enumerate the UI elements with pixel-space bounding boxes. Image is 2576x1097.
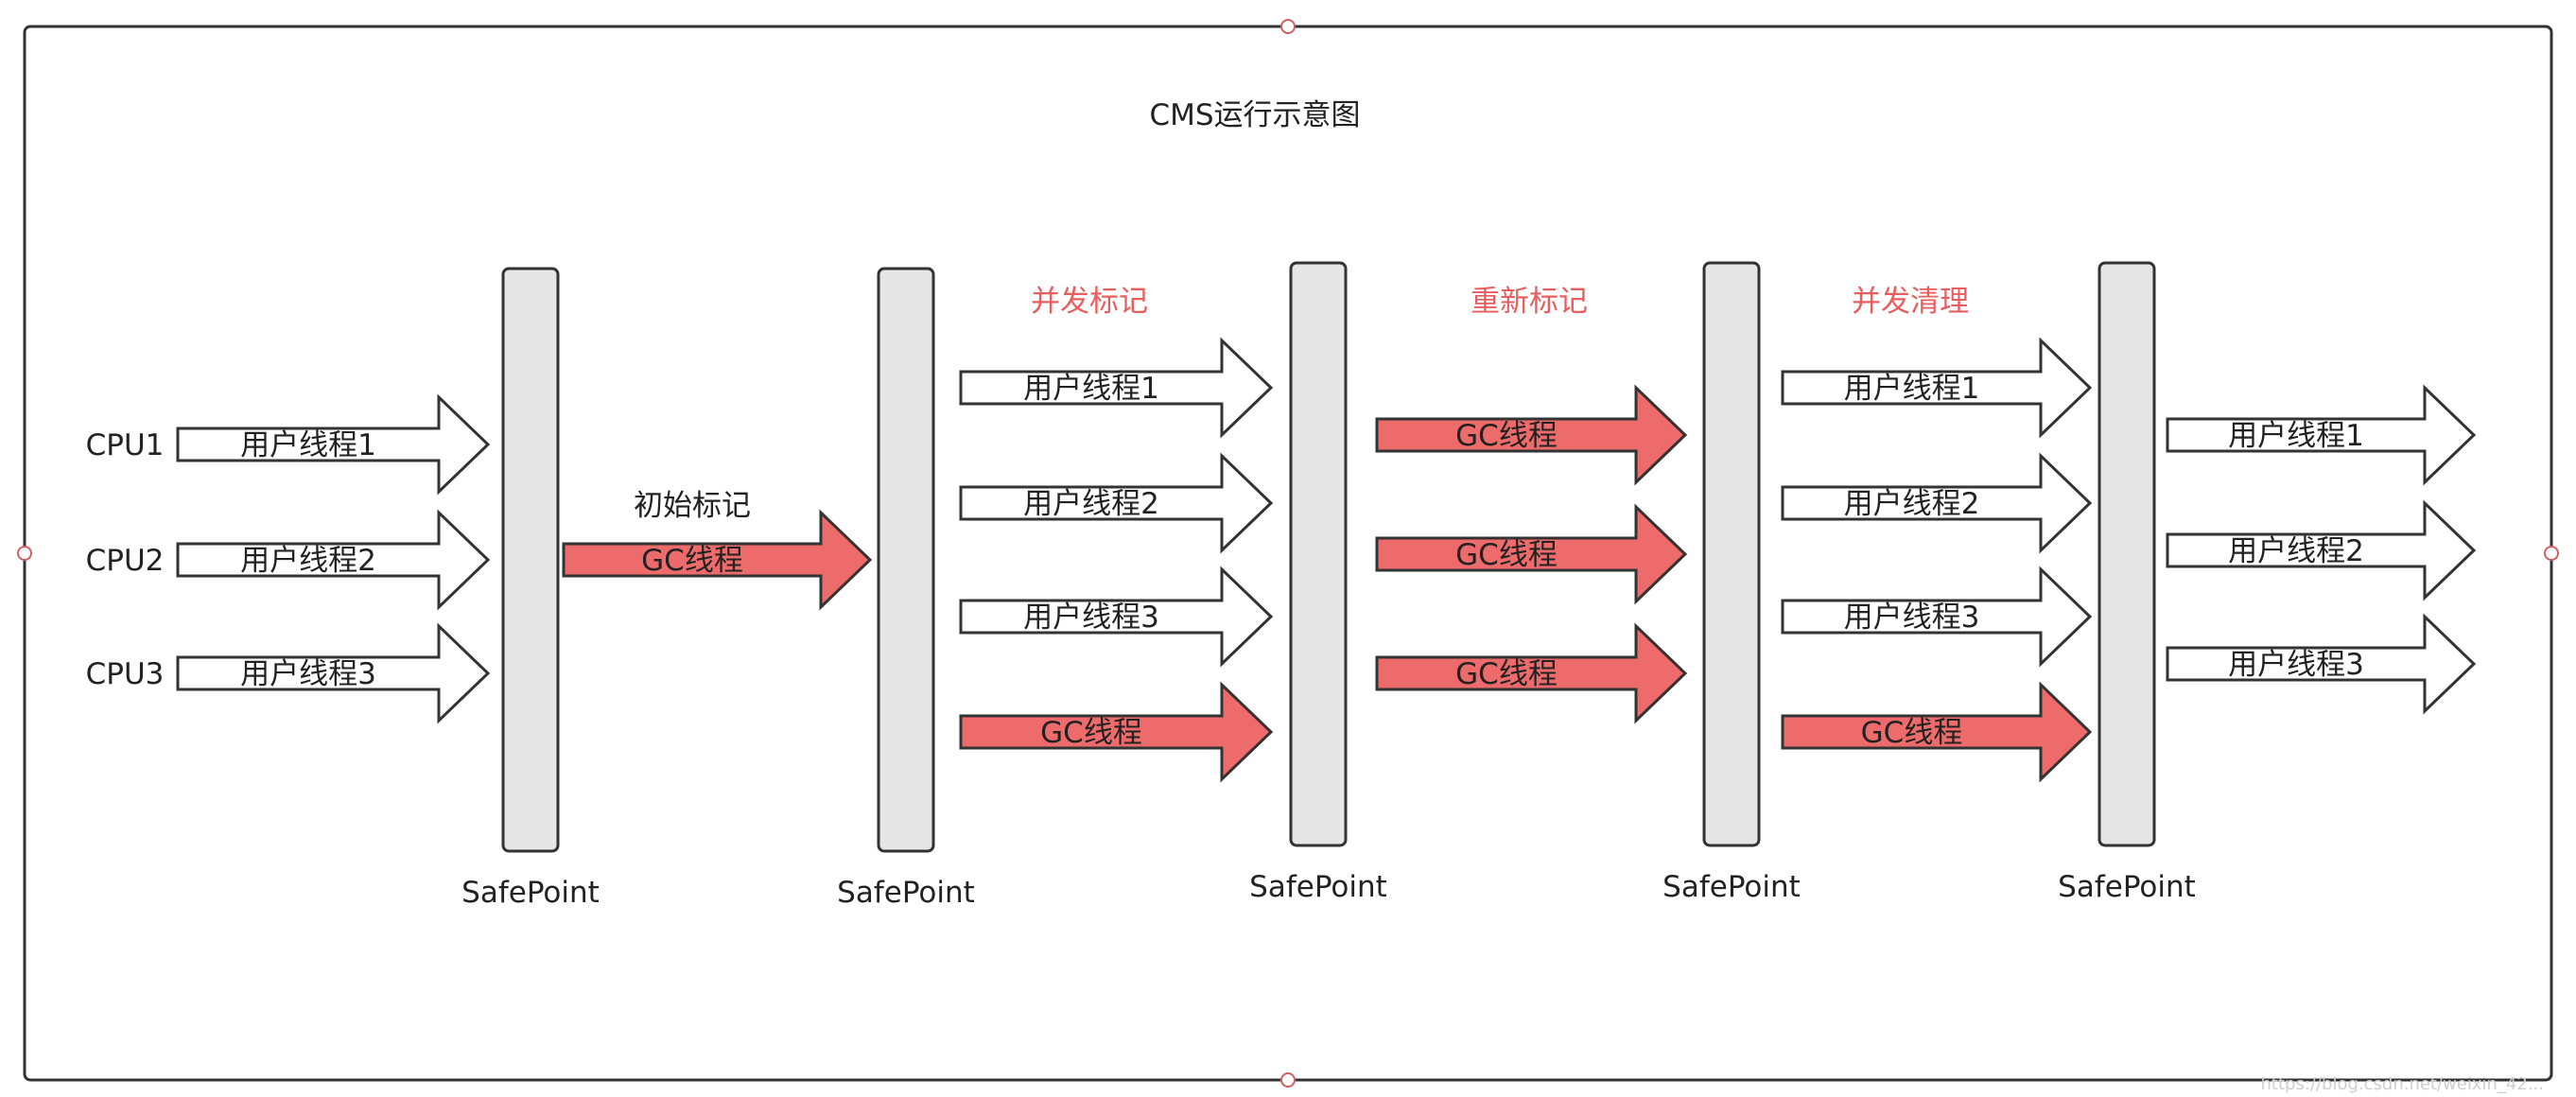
arrow-label-5-3: 用户线程3: [1844, 601, 1980, 635]
user-thread-arrow-6-3: [2166, 613, 2477, 715]
thread-arrows: [176, 337, 2477, 783]
safepoint-bar-1: [501, 267, 560, 853]
phase-label-2: 并发标记: [1031, 285, 1148, 319]
safepoint-label-3: SafePoint: [1249, 870, 1387, 904]
frame-handle-left[interactable]: [17, 546, 32, 561]
diagram-title: CMS运行示意图: [1149, 98, 1360, 132]
gc-thread-arrow-4-1: [1375, 384, 1688, 486]
user-thread-arrow-5-2: [1781, 452, 2093, 554]
watermark-text: https://blog.csdn.net/weixin_42...: [2261, 1074, 2544, 1094]
safepoint-label-1: SafePoint: [461, 876, 600, 910]
safepoint-bar-4: [1702, 261, 1761, 847]
arrow-label-1-2: 用户线程2: [240, 544, 376, 578]
gc-thread-arrow-4-2: [1375, 503, 1688, 605]
safepoint-label-5: SafePoint: [2058, 870, 2196, 904]
gc-thread-arrow-2-1: [562, 509, 873, 611]
phase-label-4: 并发清理: [1852, 285, 1969, 319]
arrow-label-3-2: 用户线程2: [1023, 487, 1159, 521]
safepoint-label-2: SafePoint: [837, 876, 975, 910]
arrow-label-5-2: 用户线程2: [1844, 487, 1980, 521]
arrow-label-6-3: 用户线程3: [2228, 648, 2364, 682]
gc-thread-arrow-3-4: [959, 681, 1274, 783]
user-thread-arrow-1-2: [176, 509, 491, 611]
arrow-label-4-3: GC线程: [1455, 657, 1558, 691]
arrow-label-5-4: GC线程: [1861, 716, 1963, 750]
safepoint-bar-5: [2097, 261, 2156, 847]
arrow-label-5-1: 用户线程1: [1844, 372, 1980, 406]
arrow-label-4-1: GC线程: [1455, 419, 1558, 453]
user-thread-arrow-3-1: [959, 337, 1274, 439]
arrow-label-3-3: 用户线程3: [1023, 601, 1159, 635]
phase-label-1: 初始标记: [634, 489, 751, 523]
cpu-label-3: CPU3: [86, 657, 165, 691]
user-thread-arrow-6-1: [2166, 384, 2477, 486]
arrow-label-6-1: 用户线程1: [2228, 419, 2364, 453]
labels: SafePoint SafePoint SafePoint SafePoint Safe…: [86, 285, 2364, 910]
safepoint-bars: [501, 261, 2156, 853]
arrow-label-2-1: GC线程: [641, 544, 743, 578]
phase-label-3: 重新标记: [1471, 285, 1588, 319]
gc-thread-arrow-5-4: [1781, 681, 2093, 783]
safepoint-label-4: SafePoint: [1662, 870, 1801, 904]
arrow-label-1-3: 用户线程3: [240, 657, 376, 691]
user-thread-arrow-5-3: [1781, 566, 2093, 668]
user-thread-arrow-3-2: [959, 452, 1274, 554]
arrow-label-4-2: GC线程: [1455, 538, 1558, 572]
cpu-label-2: CPU2: [86, 544, 165, 578]
frame-handle-right[interactable]: [2544, 546, 2559, 561]
user-thread-arrow-5-1: [1781, 337, 2093, 439]
cpu-label-1: CPU1: [86, 428, 165, 462]
arrow-label-6-2: 用户线程2: [2228, 534, 2364, 568]
safepoint-bar-3: [1289, 261, 1348, 847]
frame-handle-bottom[interactable]: [1280, 1072, 1296, 1088]
user-thread-arrow-3-3: [959, 566, 1274, 668]
gc-thread-arrow-4-3: [1375, 622, 1688, 724]
user-thread-arrow-1-3: [176, 622, 491, 724]
frame-handle-top[interactable]: [1280, 19, 1296, 34]
user-thread-arrow-6-2: [2166, 499, 2477, 601]
arrow-label-3-4: GC线程: [1040, 716, 1142, 750]
arrow-label-1-1: 用户线程1: [240, 428, 376, 462]
arrow-label-3-1: 用户线程1: [1023, 372, 1159, 406]
safepoint-bar-2: [877, 267, 935, 853]
user-thread-arrow-1-1: [176, 393, 491, 496]
